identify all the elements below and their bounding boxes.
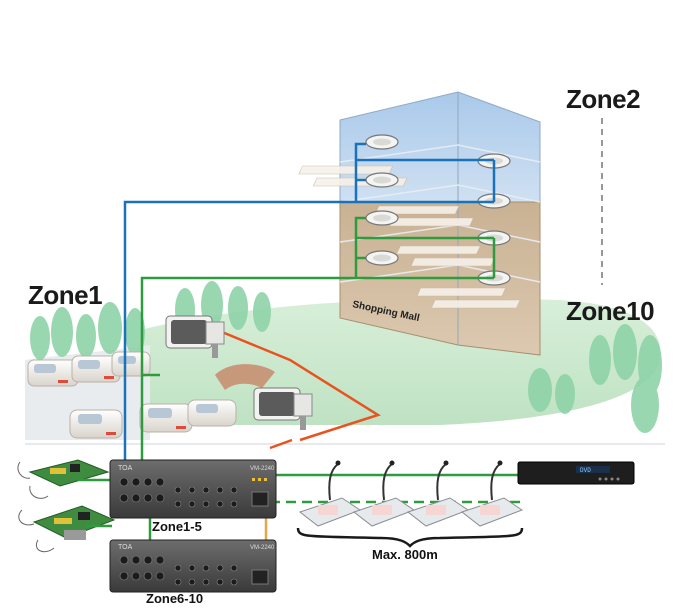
player-display: DVD <box>580 467 591 474</box>
paging-microphone-icon <box>460 460 524 527</box>
horn-speaker-icon <box>165 315 225 358</box>
horn-speaker-icon <box>253 387 313 430</box>
blue-zone-wiring <box>123 142 496 462</box>
orange-speaker-wiring <box>221 330 381 540</box>
circuit-board-icon <box>17 459 110 499</box>
walkway <box>215 364 275 390</box>
amplifier-unit-icon: TOA VM-2240 <box>109 539 277 593</box>
dvd-player-icon: DVD <box>517 461 635 485</box>
zone6-10-label: Zone6-10 <box>146 591 204 606</box>
brand-label: TOA <box>118 465 133 472</box>
model-label: VM-2240 <box>250 466 275 472</box>
zone10-label: Zone10 <box>566 296 655 326</box>
model-label: VM-2240 <box>250 545 275 551</box>
paging-microphone-icon <box>352 460 416 527</box>
zone1-label: Zone1 <box>28 280 103 310</box>
paging-microphones <box>298 460 524 527</box>
distance-label: Max. 800m <box>372 547 438 562</box>
zone1-5-label: Zone1-5 <box>152 519 202 534</box>
paging-microphone-icon <box>298 460 362 527</box>
ceiling-speakers <box>365 134 511 286</box>
distance-brace <box>296 527 524 548</box>
brand-label: TOA <box>118 544 133 551</box>
zone2-label: Zone2 <box>566 84 641 114</box>
green-zone-wiring <box>140 216 520 540</box>
amplifier-unit-icon: TOA VM-2240 <box>109 459 277 519</box>
parked-cars <box>27 351 237 439</box>
paging-microphone-icon <box>406 460 470 527</box>
circuit-board-icon <box>18 505 116 553</box>
